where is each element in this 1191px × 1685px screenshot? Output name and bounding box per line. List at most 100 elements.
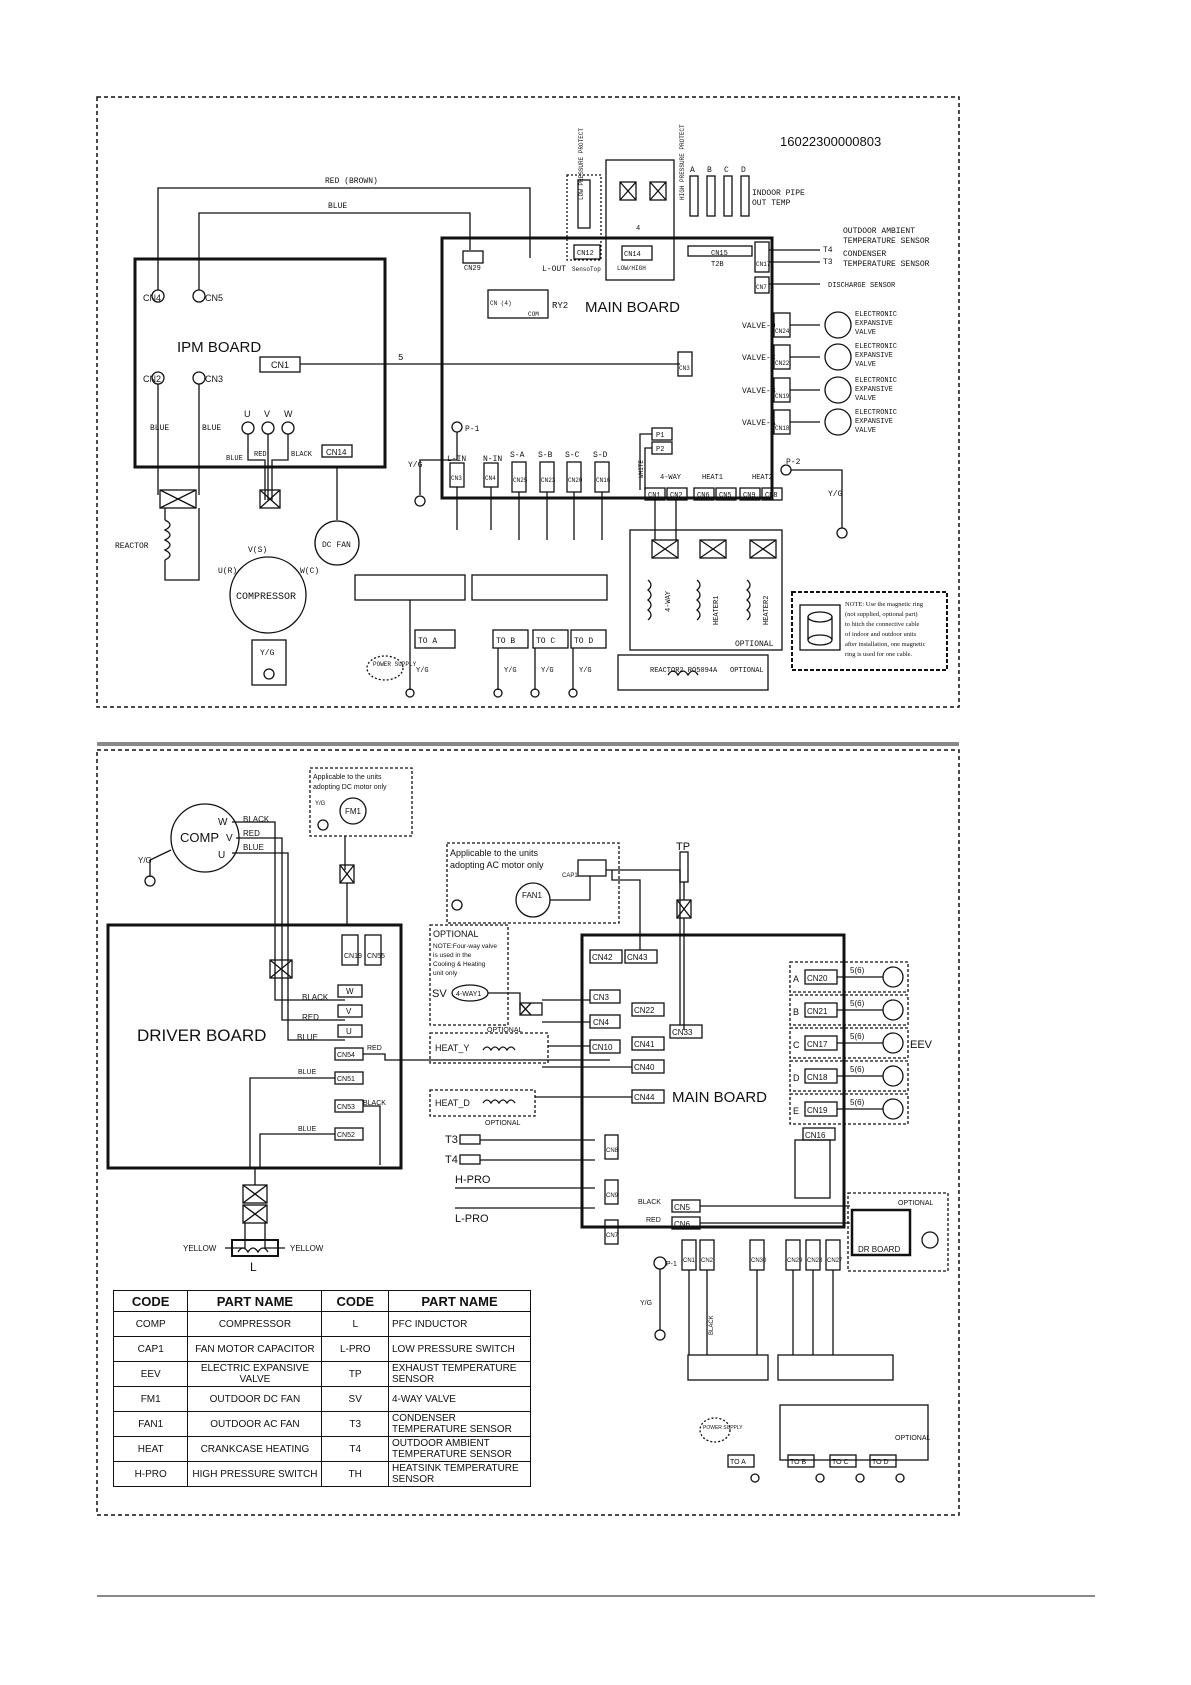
temp-sensor-2: TEMPERATURE SENSOR: [843, 260, 930, 269]
main-cn3: CN3: [593, 993, 610, 1002]
four-way-coil: 4-WAY: [665, 590, 673, 612]
table-cell: HIGH PRESSURE SWITCH: [187, 1461, 323, 1487]
wire-4: 4: [636, 225, 640, 233]
table-cell: TH: [321, 1461, 389, 1487]
eev-b-2: EXPANSIVE: [855, 386, 893, 394]
reactor-label: REACTOR: [115, 542, 149, 551]
eev-cn-2: CN17: [807, 1040, 828, 1049]
l-pro-label: L-PRO: [455, 1213, 489, 1225]
sb-label: S-B: [538, 451, 553, 460]
eev-cn-1: CN21: [807, 1007, 828, 1016]
optional-fourway: OPTIONAL: [433, 929, 479, 939]
cn5-black: BLACK: [638, 1199, 661, 1206]
bottom-cn28: CN28: [807, 1258, 823, 1264]
four-way-label: 4-WAY: [660, 474, 682, 482]
wire-red-brown: RED (BROWN): [325, 177, 378, 186]
cn25-label: CN25: [513, 477, 528, 484]
eev-wires-2: 5(6): [850, 1032, 865, 1041]
fan1-label: FAN1: [522, 891, 543, 900]
dr-optional: OPTIONAL: [898, 1200, 934, 1207]
table-cell: LOW PRESSURE SWITCH: [388, 1336, 531, 1362]
bottom-diagram-frame: [96, 749, 960, 1516]
valve-cn-3: CN18: [775, 425, 790, 432]
ipm-cn1: CN1: [271, 360, 289, 370]
eev-wires-0: 5(6): [850, 966, 865, 975]
dr-board-label: DR BOARD: [858, 1245, 900, 1254]
t4-label: T4: [823, 246, 833, 255]
driver-board: [106, 923, 403, 1170]
cn51-label: CN51: [337, 1076, 355, 1083]
outdoor-ambient: OUTDOOR AMBIENT: [843, 227, 915, 236]
cn29-label: CN29: [464, 265, 481, 273]
eev-b-3: VALVE: [855, 395, 876, 403]
comp-wire-black: BLACK: [291, 451, 313, 459]
valve-b: VALVE-B: [742, 387, 776, 396]
table-cell: FM1: [112, 1386, 189, 1412]
top-yg-5: Y/G: [541, 667, 554, 675]
eev-cn-0: CN20: [807, 974, 828, 983]
top-to-b: TO B: [496, 637, 515, 646]
pipe-c: C: [724, 166, 729, 175]
cn23-label: CN23: [541, 477, 556, 484]
cn54-red: RED: [367, 1045, 382, 1052]
eev-wires-1: 5(6): [850, 999, 865, 1008]
top-optional-2: OPTIONAL: [730, 667, 764, 675]
cn51-blue: BLUE: [298, 1069, 317, 1076]
ipm-cn3: CN3: [205, 374, 223, 384]
yellow-right: YELLOW: [290, 1244, 324, 1253]
table-cell: SV: [321, 1386, 389, 1412]
low-pressure-label: LOW PRESSURE PROTECT: [578, 128, 585, 200]
condenser-label: CONDENSER: [843, 250, 886, 259]
ipm-v: V: [264, 409, 270, 419]
comp-wire-blue: BLUE: [226, 455, 243, 463]
p1b-label: P1: [656, 432, 664, 440]
valve-cn-2: CN19: [775, 393, 790, 400]
pipe-b: B: [707, 166, 712, 175]
eev-letter-e: E: [793, 1106, 799, 1116]
tp-label: TP: [676, 841, 690, 853]
table-cell: FAN MOTOR CAPACITOR: [187, 1336, 323, 1362]
main-cn22: CN22: [634, 1006, 655, 1015]
ipm-cn2: CN2: [143, 374, 161, 384]
dc-note-1: Applicable to the units: [313, 774, 382, 781]
terminal-block-2: [471, 574, 608, 601]
main-cn41: CN41: [634, 1040, 655, 1049]
comp-u: U: [218, 850, 225, 861]
table-cell: T3: [321, 1411, 389, 1437]
ipm-board-label: IPM BOARD: [177, 339, 261, 356]
t3-label: T3: [823, 258, 833, 267]
top-yg-3: Y/G: [416, 667, 429, 675]
top-to-d: TO D: [574, 637, 593, 646]
ipm-blue-1: BLUE: [150, 424, 169, 433]
note-line-4: after installation, one magnetic: [845, 641, 926, 648]
table-cell: CRANKCASE HEATING: [187, 1436, 323, 1462]
l-in-label: L-IN: [447, 455, 466, 464]
indoor-pipe: INDOOR PIPE: [752, 189, 805, 198]
eev-letter-d: D: [793, 1073, 800, 1083]
magnetic-ring-note: [791, 591, 948, 671]
fourway1-label: 4-WAY1: [456, 991, 481, 998]
table-cell: ELECTRIC EXPANSIVE VALVE: [187, 1361, 323, 1387]
table-cell: COMP: [112, 1311, 189, 1337]
cn6-label: CN6: [674, 1220, 691, 1229]
dc-note-2: adopting DC motor only: [313, 784, 387, 791]
bottom-terminal-1: [687, 1354, 769, 1381]
wire-5: 5: [398, 353, 403, 363]
main-cn4: CN4: [593, 1018, 610, 1027]
comp-blue: BLUE: [243, 843, 264, 852]
comp-ur: U(R): [218, 567, 237, 576]
t3-label: T3: [445, 1134, 458, 1146]
eev-wires-4: 5(6): [850, 1098, 865, 1107]
cn7-label: CN7: [756, 284, 767, 291]
dr-board: [850, 1208, 912, 1257]
table-cell: OUTDOOR AMBIENT TEMPERATURE SENSOR: [388, 1436, 531, 1462]
valve-cn-0: CN24: [775, 328, 790, 335]
cn17-label: CN17: [756, 261, 771, 268]
high-pressure-label: HIGH PRESSURE PROTECT: [679, 124, 686, 200]
table-cell: PFC INDUCTOR: [388, 1311, 531, 1337]
yg-2: Y/G: [828, 490, 843, 499]
cap1-label: CAP1: [562, 873, 578, 879]
